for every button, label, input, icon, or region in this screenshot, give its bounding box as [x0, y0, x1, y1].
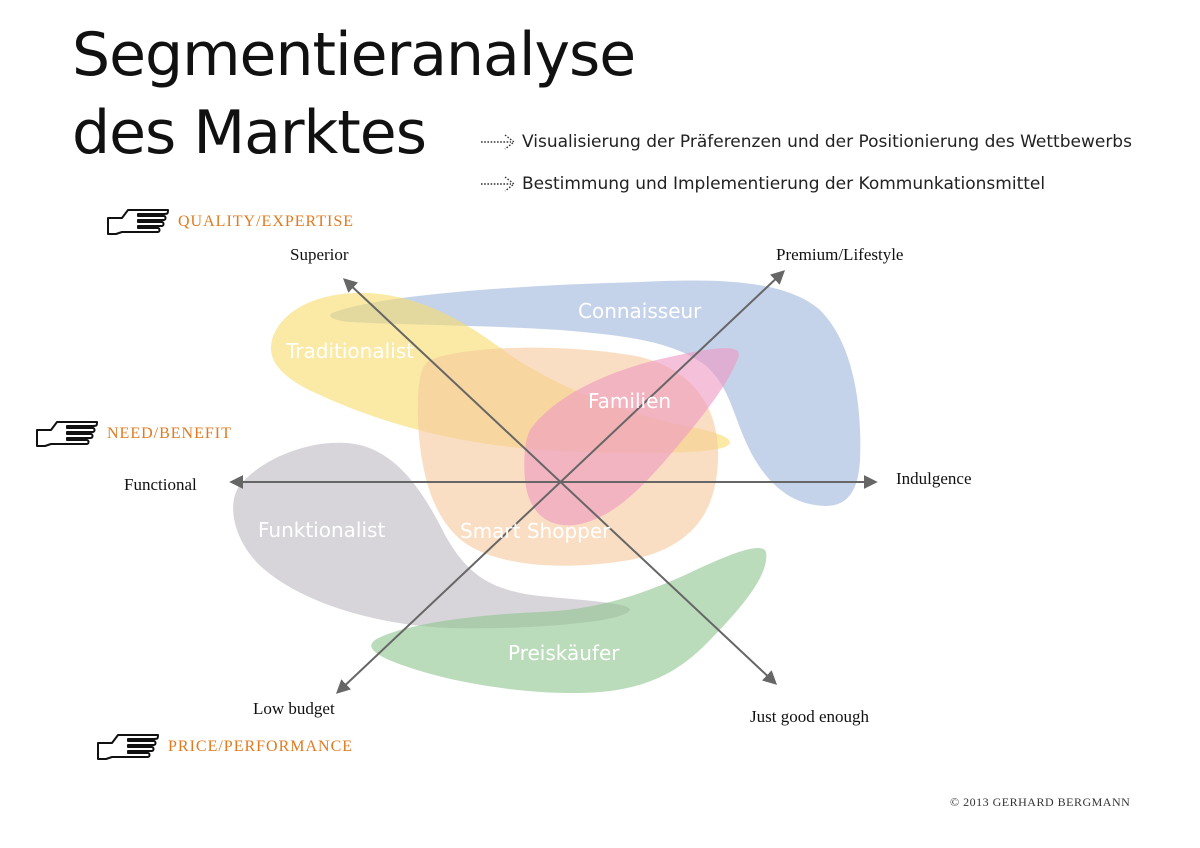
label-connaisseur: Connaisseur [578, 299, 702, 323]
dimension-label: PRICE/PERFORMANCE [168, 738, 354, 755]
dimension-label: QUALITY/EXPERTISE [178, 213, 355, 230]
axis-label-premium: Premium/Lifestyle [776, 245, 904, 264]
copyright: © 2013 GERHARD BERGMANN [950, 795, 1131, 809]
bullet-text: Bestimmung und Implementierung der Kommu… [522, 174, 1046, 194]
pointing-hand-icon [107, 209, 169, 235]
dimension-quality: QUALITY/EXPERTISE [106, 208, 354, 236]
bullet-text: Visualisierung der Präferenzen und der P… [522, 132, 1132, 152]
page-title: Segmentieranalyse des Marktes [72, 16, 636, 172]
axis-label-superior: Superior [290, 245, 349, 264]
bullet-item: Bestimmung und Implementierung der Kommu… [480, 174, 1045, 194]
dotted-arrow-icon [481, 134, 516, 150]
dimension-price: PRICE/PERFORMANCE [96, 733, 353, 761]
label-funktionalist: Funktionalist [258, 518, 385, 542]
label-traditionalist: Traditionalist [285, 339, 414, 363]
label-smart-shopper: Smart Shopper [460, 519, 611, 543]
axis-label-indulgence: Indulgence [896, 469, 972, 488]
label-preiskaeufer: Preiskäufer [508, 641, 620, 665]
axis-label-functional: Functional [124, 475, 197, 494]
axis-label-just-good-enough: Just good enough [750, 707, 869, 726]
bullet-item: Visualisierung der Präferenzen und der P… [480, 132, 1132, 152]
dotted-arrow-icon [481, 176, 516, 192]
pointing-hand-icon [36, 421, 98, 447]
title-line-1: Segmentieranalyse [72, 20, 636, 90]
axis-label-low-budget: Low budget [253, 699, 335, 718]
title-line-2: des Marktes [72, 98, 427, 168]
dimension-need: NEED/BENEFIT [35, 420, 232, 448]
pointing-hand-icon [97, 734, 159, 760]
label-familien: Familien [588, 389, 671, 413]
dimension-label: NEED/BENEFIT [107, 425, 232, 442]
